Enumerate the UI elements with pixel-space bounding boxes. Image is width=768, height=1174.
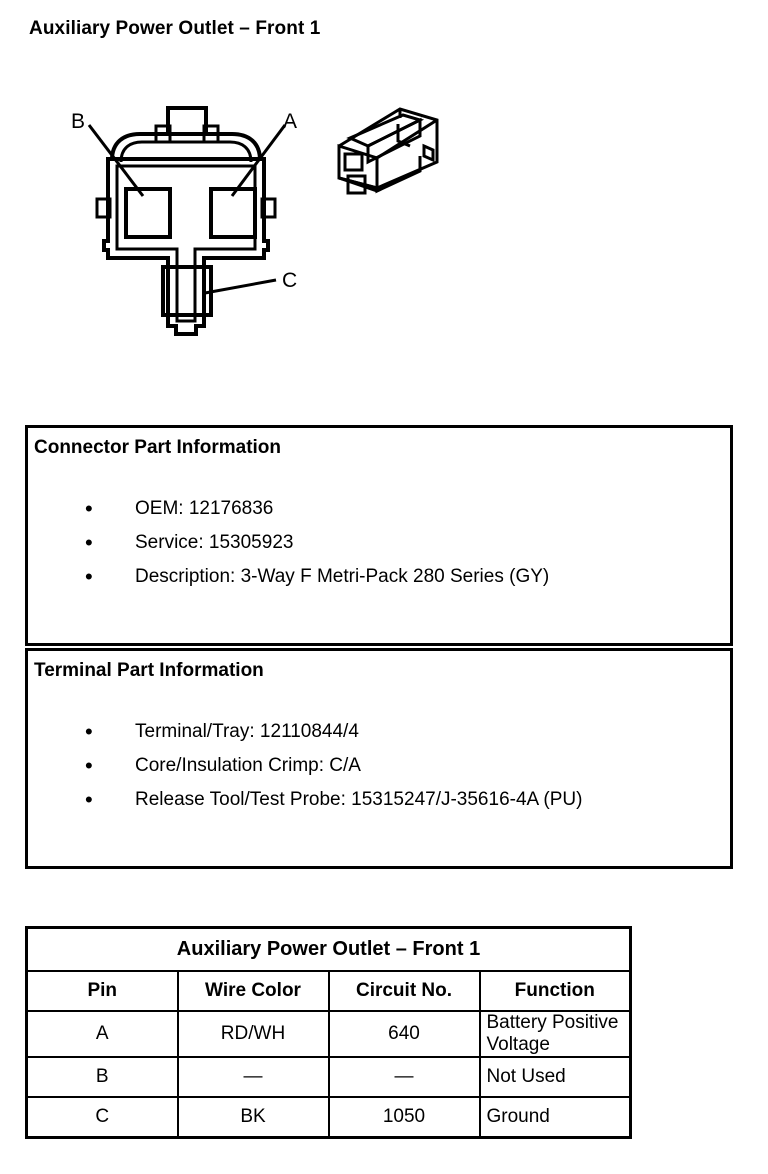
table-header-row: Pin Wire Color Circuit No. Function xyxy=(25,970,632,1012)
table-row: B — — Not Used xyxy=(25,1056,632,1098)
cell-pin: B xyxy=(25,1056,179,1098)
cavity-a-right xyxy=(209,187,257,239)
bullet-icon: • xyxy=(85,530,93,555)
list-item: • OEM: 12176836 xyxy=(28,492,730,526)
cell-wire-color: BK xyxy=(176,1096,330,1139)
column-header-function: Function xyxy=(478,970,632,1012)
cell-pin: A xyxy=(25,1010,179,1058)
iso-top-detail-b xyxy=(366,117,422,165)
list-item: • Service: 15305923 xyxy=(28,526,730,560)
core-insulation-crimp: Core/Insulation Crimp: C/A xyxy=(135,755,361,776)
connector-top-lock-tab-right-ear xyxy=(202,124,220,144)
list-item: • Description: 3-Way F Metri-Pack 280 Se… xyxy=(28,560,730,594)
list-item: • Core/Insulation Crimp: C/A xyxy=(28,749,730,783)
connector-top-lock-tab-left-ear xyxy=(154,124,172,144)
pin-table-container: Auxiliary Power Outlet – Front 1 Pin Wir… xyxy=(25,926,632,1139)
connector-left-latch-ear xyxy=(95,197,112,219)
iso-side-rib xyxy=(396,124,411,148)
callout-label-c: C xyxy=(282,269,297,292)
iso-right-tab xyxy=(422,143,435,163)
cell-circuit-no: 640 xyxy=(327,1010,481,1058)
connector-part-information-list: • OEM: 12176836 • Service: 15305923 • De… xyxy=(28,492,730,594)
connector-oem: OEM: 12176836 xyxy=(135,498,274,519)
iso-lower-edge xyxy=(338,176,378,193)
cell-function: Ground xyxy=(478,1096,632,1139)
cell-circuit-no: 1050 xyxy=(327,1096,481,1139)
terminal-tray: Terminal/Tray: 12110844/4 xyxy=(135,721,359,742)
page-title: Auxiliary Power Outlet – Front 1 xyxy=(29,18,321,39)
connector-outer-body xyxy=(102,157,270,336)
cell-function: Not Used xyxy=(478,1056,632,1098)
cell-wire-color: RD/WH xyxy=(176,1010,330,1058)
connector-top-lock-tab xyxy=(166,106,208,136)
table-title-row: Auxiliary Power Outlet – Front 1 xyxy=(25,926,632,972)
connector-isometric-view xyxy=(337,107,439,195)
column-header-pin: Pin xyxy=(25,970,179,1012)
cell-pin: C xyxy=(25,1096,179,1139)
callout-label-a: A xyxy=(283,110,297,133)
callout-leader-a xyxy=(230,124,287,197)
iso-cavity-upper xyxy=(343,152,364,172)
pin-table-title: Auxiliary Power Outlet – Front 1 xyxy=(25,926,632,972)
bullet-icon: • xyxy=(85,496,93,521)
terminal-part-information-list: • Terminal/Tray: 12110844/4 • Core/Insul… xyxy=(28,715,730,817)
connector-top-arch xyxy=(110,132,262,161)
pin-table: Auxiliary Power Outlet – Front 1 Pin Wir… xyxy=(25,926,632,1139)
cell-function: Battery Positive Voltage xyxy=(478,1010,632,1058)
list-item: • Terminal/Tray: 12110844/4 xyxy=(28,715,730,749)
connector-figure-svg: B A C xyxy=(71,106,439,336)
bullet-icon: • xyxy=(85,787,93,812)
connector-part-information-box: Connector Part Information • OEM: 121768… xyxy=(25,425,733,646)
column-header-wire-color: Wire Color xyxy=(176,970,330,1012)
connector-figure: B A C xyxy=(0,86,768,356)
connector-part-information-heading: Connector Part Information xyxy=(34,437,282,458)
callout-label-b: B xyxy=(71,110,85,133)
connector-right-latch-ear xyxy=(260,197,277,219)
list-item: • Release Tool/Test Probe: 15315247/J-35… xyxy=(28,783,730,817)
terminal-part-information-box: Terminal Part Information • Terminal/Tra… xyxy=(25,648,733,869)
terminal-part-information-heading: Terminal Part Information xyxy=(34,660,264,681)
bullet-icon: • xyxy=(85,564,93,589)
connector-service: Service: 15305923 xyxy=(135,532,294,553)
cavity-b-left xyxy=(124,187,172,239)
callout-leader-b xyxy=(87,124,145,197)
connector-description: Description: 3-Way F Metri-Pack 280 Seri… xyxy=(135,566,550,587)
cell-circuit-no: — xyxy=(327,1056,481,1098)
iso-lower-skirt xyxy=(375,156,422,194)
table-row: C BK 1050 Ground xyxy=(25,1096,632,1139)
callout-leader-c xyxy=(204,278,277,295)
table-row: A RD/WH 640 Battery Positive Voltage xyxy=(25,1010,632,1058)
release-tool-test-probe: Release Tool/Test Probe: 15315247/J-3561… xyxy=(135,789,583,810)
bullet-icon: • xyxy=(85,719,93,744)
column-header-circuit-no: Circuit No. xyxy=(327,970,481,1012)
cell-wire-color: — xyxy=(176,1056,330,1098)
bullet-icon: • xyxy=(85,753,93,778)
iso-cavity-lower xyxy=(346,174,367,195)
